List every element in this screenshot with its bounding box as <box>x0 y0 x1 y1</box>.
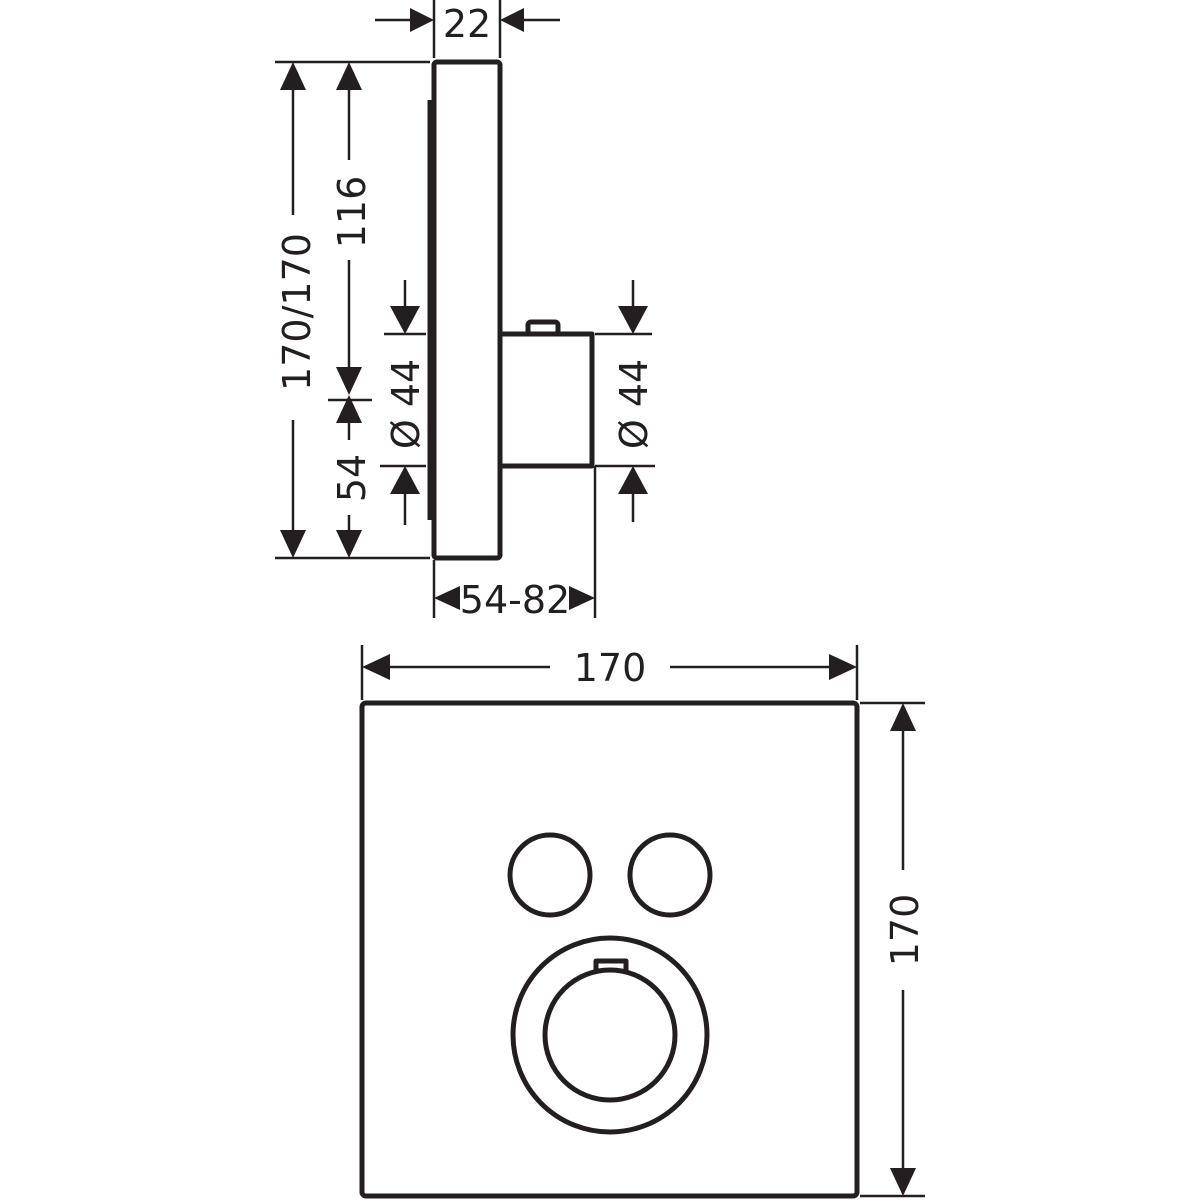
front-view: 170 170 <box>359 645 927 1199</box>
dimension-diameter-left: Ø 44 <box>380 280 428 525</box>
dimension-front-height: 170 <box>860 701 927 1198</box>
button-right <box>627 832 713 918</box>
dimension-diameter-right: Ø 44 <box>595 280 656 522</box>
side-view: 22 170/170 116 54 <box>275 0 656 622</box>
thermostat-ring <box>510 935 710 1135</box>
dimension-front-width: 170 <box>360 645 859 700</box>
thermostat-body-side <box>500 331 595 469</box>
upper-height-label: 116 <box>330 176 374 249</box>
total-height-label: 170/170 <box>275 233 319 391</box>
cover-plate-front <box>359 700 860 1199</box>
front-height-label: 170 <box>883 894 927 967</box>
dimension-projection: 54-82 <box>432 466 597 622</box>
projection-label: 54-82 <box>460 578 570 622</box>
front-width-label: 170 <box>574 646 647 690</box>
thermostat-knob <box>542 967 678 1103</box>
button-left <box>507 832 593 918</box>
dimension-depth: 22 <box>375 0 560 58</box>
dimension-total-height: 170/170 <box>275 62 319 558</box>
knob-tab-front <box>593 958 629 970</box>
diameter-left-label: Ø 44 <box>384 359 428 449</box>
depth-label: 22 <box>443 2 491 46</box>
knob-tab-side <box>525 319 561 337</box>
dimension-split-height: 116 54 <box>328 62 374 558</box>
lower-height-label: 54 <box>330 454 374 502</box>
diameter-right-label: Ø 44 <box>612 359 656 449</box>
cover-plate-side <box>431 59 503 561</box>
